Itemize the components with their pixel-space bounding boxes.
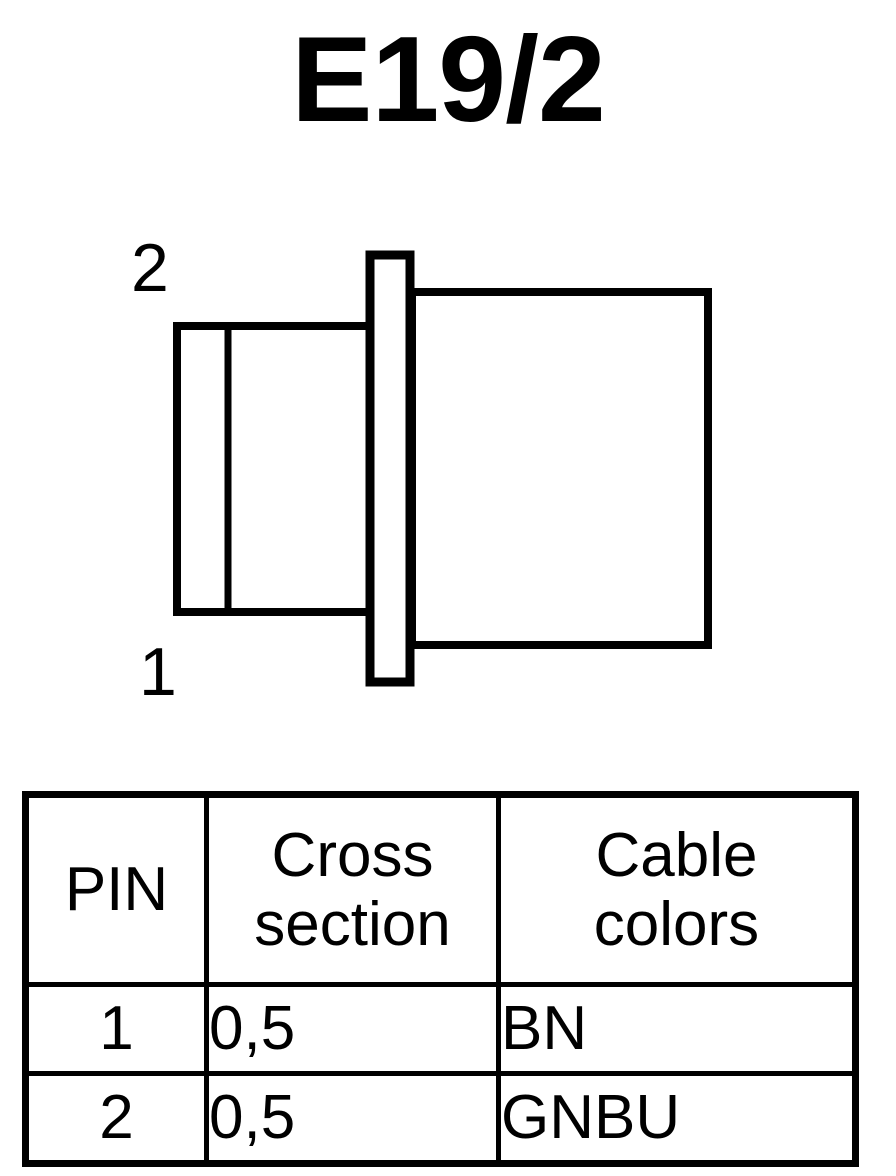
column-header-colors-line1: Cable <box>595 820 758 890</box>
column-header-pin-line1: PIN <box>64 855 169 925</box>
pin-assignment-table: PIN Cross section Cable colors 1 0,5 BN … <box>22 791 859 1167</box>
connector-rear-body <box>408 288 712 649</box>
connector-drawing-svg <box>173 250 712 687</box>
pin-label-2: 2 <box>131 230 169 306</box>
table-row: 2 0,5 GNBU <box>23 1071 858 1166</box>
column-header-colors-line2: colors <box>593 890 760 959</box>
column-header-cross-line2: section <box>254 890 451 959</box>
pin-label-1: 1 <box>139 634 177 710</box>
table-header-row: PIN Cross section Cable colors <box>23 792 858 987</box>
cell-cross-section: 0,5 <box>204 1071 501 1166</box>
column-header-cross-line1: Cross <box>271 820 434 890</box>
column-header-pin: PIN <box>23 792 209 987</box>
page-title: E19/2 <box>291 11 606 147</box>
connector-front-body <box>173 322 396 616</box>
column-header-cross-section: Cross section <box>204 792 501 987</box>
cell-pin: 2 <box>23 1071 209 1166</box>
cell-cable-colors: GNBU <box>496 1071 858 1166</box>
cell-cable-colors: BN <box>496 982 858 1076</box>
connector-flange <box>365 250 415 687</box>
table-row: 1 0,5 BN <box>23 982 858 1076</box>
cell-cross-section: 0,5 <box>204 982 501 1076</box>
column-header-cable-colors: Cable colors <box>496 792 858 987</box>
cell-pin: 1 <box>23 982 209 1076</box>
connector-diagram <box>0 220 896 730</box>
